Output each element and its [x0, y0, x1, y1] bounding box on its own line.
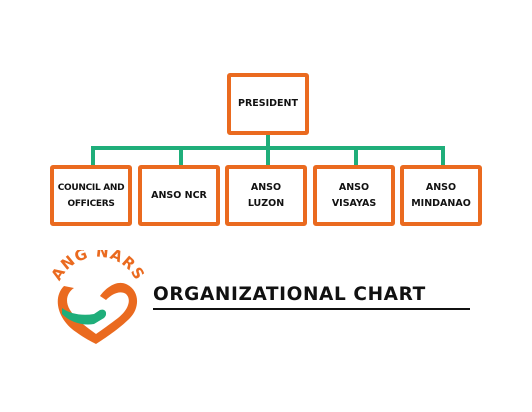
node-anso-mindanao: ANSO MINDANAO	[400, 165, 482, 226]
node-anso-luzon: ANSO LUZON	[225, 165, 307, 226]
heart-handshake-icon	[57, 282, 138, 344]
logo-text: ANG NARS	[48, 250, 148, 284]
ang-nars-logo: ANG NARS	[48, 250, 148, 344]
page-title: ORGANIZATIONAL CHART	[153, 284, 426, 305]
title-underline	[153, 308, 470, 310]
node-anso-ncr: ANSO NCR	[138, 165, 220, 226]
node-anso-visayas: ANSO VISAYAS	[313, 165, 395, 226]
node-president: PRESIDENT	[227, 73, 309, 135]
node-council-and-officers: COUNCIL AND OFFICERS	[50, 165, 132, 226]
